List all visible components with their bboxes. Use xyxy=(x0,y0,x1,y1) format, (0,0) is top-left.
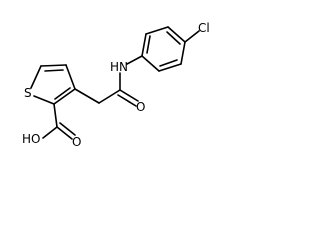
bond-ar-1 xyxy=(141,33,147,57)
bond-ar-5-inner xyxy=(159,59,178,67)
bond-n-aryl xyxy=(126,55,143,65)
structure-diagram: S HO O HN O Cl xyxy=(22,21,210,149)
atom-labels: S HO O HN O Cl xyxy=(22,21,210,149)
bond-cooh-o-2 xyxy=(59,122,76,136)
bond-c5-c4-inner xyxy=(44,69,64,72)
bond-ar-6 xyxy=(141,55,160,72)
atom-label-chlorine: Cl xyxy=(198,21,210,35)
bond-ch2-camide xyxy=(98,89,121,104)
bond-c4-c3 xyxy=(65,64,76,90)
bond-c3-ch2 xyxy=(74,88,100,104)
bond-ar-1-inner xyxy=(146,35,151,54)
bond-ar-5 xyxy=(158,63,182,72)
carboxylic-acid-group xyxy=(42,103,76,140)
bond-ar-3 xyxy=(167,26,186,43)
bond-ar-cl xyxy=(184,30,200,43)
bond-ar-3-inner xyxy=(166,31,181,45)
thiophene-ring xyxy=(30,64,76,105)
bond-s-c5 xyxy=(30,65,42,89)
atom-label-sulfur: S xyxy=(24,86,32,100)
bond-c2-cooh xyxy=(53,103,58,128)
bond-camide-o-1 xyxy=(119,89,139,102)
acetamide-linker xyxy=(74,55,143,107)
bond-ar-2 xyxy=(145,26,169,35)
bond-c3-c2-inner xyxy=(54,87,71,100)
bond-camide-o-2 xyxy=(117,94,137,107)
bond-c3-c2 xyxy=(53,88,76,105)
bond-c2-s xyxy=(33,95,55,105)
chlorophenyl-ring xyxy=(141,26,200,72)
bond-cooh-o-1 xyxy=(56,126,73,140)
atom-label-amide-nh: HN xyxy=(110,60,128,74)
bond-ar-4 xyxy=(180,41,186,65)
atom-label-amide-oxygen: O xyxy=(136,100,145,114)
bond-c5-c4 xyxy=(40,64,67,67)
atom-label-acid-oxygen: O xyxy=(72,135,81,149)
bond-cooh-oh xyxy=(42,126,58,139)
atom-label-hydroxyl: HO xyxy=(22,132,40,146)
